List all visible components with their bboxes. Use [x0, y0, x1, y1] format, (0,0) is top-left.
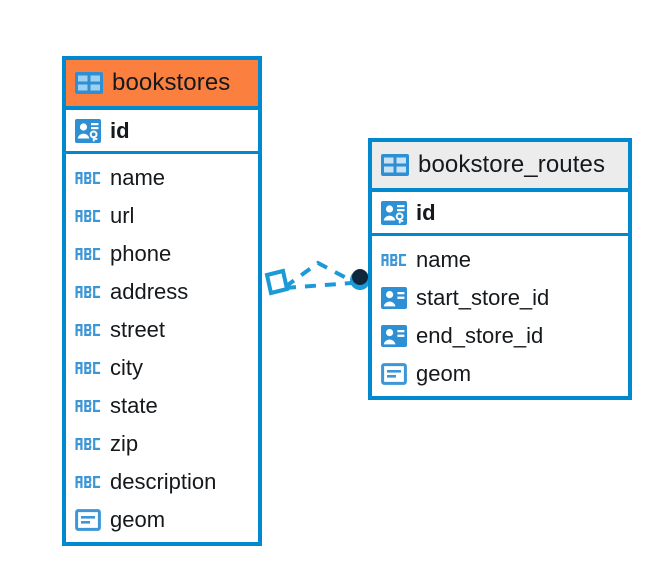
entity-title: bookstores [112, 69, 231, 96]
field-label: zip [110, 431, 139, 456]
entity-table-bookstore-routes[interactable]: bookstore_routes id [368, 138, 632, 400]
geometry-type-icon [381, 363, 407, 385]
field-row-primary-key[interactable]: id [372, 192, 628, 236]
text-type-icon [75, 284, 101, 300]
field-row-zip[interactable]: zip [75, 425, 258, 463]
geometry-type-icon [75, 509, 101, 531]
field-row-start-store-id[interactable]: start_store_id [381, 279, 628, 317]
text-type-icon [75, 208, 101, 224]
field-label: end_store_id [416, 323, 544, 348]
table-icon [381, 154, 409, 176]
zero-or-one-marker-icon [264, 268, 290, 296]
field-label: phone [110, 241, 172, 266]
text-type-icon [75, 246, 101, 262]
field-label: id [110, 117, 130, 143]
field-label: address [110, 279, 189, 304]
field-row-description[interactable]: description [75, 463, 258, 501]
text-type-icon [75, 398, 101, 414]
field-row-address[interactable]: address [75, 273, 258, 311]
field-row-state[interactable]: state [75, 387, 258, 425]
field-label: start_store_id [416, 285, 550, 310]
relationship-line-end-store-id[interactable] [284, 281, 353, 290]
field-list-bookstore-routes: name start_store_id [372, 236, 628, 393]
field-label: url [110, 203, 135, 228]
foreign-key-icon [381, 325, 407, 347]
entity-header-bookstore-routes[interactable]: bookstore_routes [372, 142, 628, 192]
filled-circle-marker-icon [350, 269, 370, 290]
field-row-name[interactable]: name [75, 159, 258, 197]
primary-key-icon [381, 200, 407, 226]
field-row-name[interactable]: name [381, 241, 628, 279]
entity-header-bookstores[interactable]: bookstores [66, 60, 258, 110]
relationship-line-start-store-id[interactable] [283, 260, 353, 289]
field-list-bookstores: name [66, 154, 258, 539]
field-row-geom[interactable]: geom [75, 501, 258, 539]
field-label: geom [416, 361, 472, 386]
entity-table-bookstores[interactable]: bookstores id [62, 56, 262, 546]
field-row-geom[interactable]: geom [381, 355, 628, 393]
text-type-icon [75, 360, 101, 376]
field-row-primary-key[interactable]: id [66, 110, 258, 154]
field-row-end-store-id[interactable]: end_store_id [381, 317, 628, 355]
field-label: state [110, 393, 158, 418]
field-row-street[interactable]: street [75, 311, 258, 349]
field-label: street [110, 317, 166, 342]
text-type-icon [75, 474, 101, 490]
text-type-icon [381, 252, 407, 268]
field-row-url[interactable]: url [75, 197, 258, 235]
field-row-city[interactable]: city [75, 349, 258, 387]
foreign-key-icon [381, 287, 407, 309]
text-type-icon [75, 436, 101, 452]
field-label: city [110, 355, 143, 380]
primary-key-icon [75, 118, 101, 144]
field-label: name [110, 165, 166, 190]
field-label: description [110, 469, 217, 494]
table-icon [75, 72, 103, 94]
entity-title: bookstore_routes [418, 151, 606, 178]
text-type-icon [75, 170, 101, 186]
text-type-icon [75, 322, 101, 338]
field-label: name [416, 247, 472, 272]
field-label: geom [110, 507, 166, 532]
field-label: id [416, 199, 436, 225]
field-row-phone[interactable]: phone [75, 235, 258, 273]
